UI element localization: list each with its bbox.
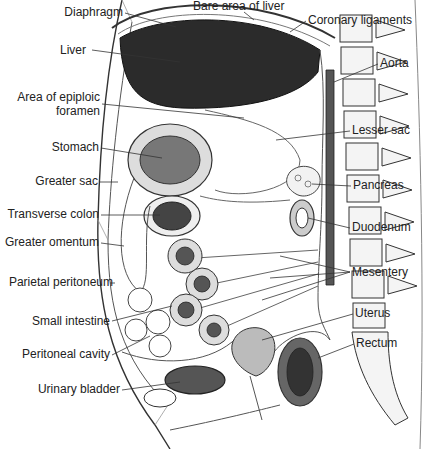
vertebra-body [350, 239, 382, 266]
stomach-lumen [140, 136, 200, 184]
spinous-process [386, 244, 415, 262]
intestine-loop [170, 294, 202, 326]
rectum-wall [278, 338, 322, 406]
anatomy-label: Area of epiploic foramen [4, 90, 100, 118]
intestine-loop [199, 315, 229, 345]
greater-omentum [121, 178, 150, 292]
leader-line [101, 215, 160, 216]
anatomy-label: Diaphragm [64, 5, 123, 19]
anatomy-label: Peritoneal cavity [22, 347, 110, 361]
vertebra-body [346, 143, 378, 170]
anatomy-label: Urinary bladder [38, 382, 120, 396]
leader-line [262, 314, 353, 340]
leader-line [101, 148, 162, 158]
intestine-lumen [194, 276, 210, 292]
intestine-loop [168, 239, 202, 273]
anatomy-label: Lesser sac [352, 123, 410, 137]
leader-line [112, 306, 172, 321]
pancreas-organ [287, 166, 321, 196]
leader-line [308, 218, 350, 228]
uterus-organ [232, 328, 275, 376]
leader-line [276, 131, 350, 140]
leader-line [270, 272, 350, 278]
anatomy-label: Pancreas [353, 178, 404, 192]
duodenum-wall [290, 200, 314, 236]
anatomy-label: Aorta [380, 56, 409, 70]
intestine-lumen [176, 247, 194, 265]
liver-organ [120, 20, 320, 108]
rectum-lumen [287, 348, 313, 396]
anatomy-label: Small intestine [32, 314, 110, 328]
transverse-mesocolon [200, 196, 290, 202]
leader-line [290, 21, 306, 32]
vertebra-body [343, 79, 375, 106]
sacrum-bone [352, 332, 408, 425]
intestine-lumen [178, 302, 194, 318]
vertebral-column [340, 15, 417, 425]
back-outline [415, 0, 422, 449]
anatomy-label: Coronary ligaments [308, 13, 412, 27]
duodenum-lumen [296, 208, 308, 228]
spinous-process [379, 84, 408, 102]
anatomy-label: Stomach [52, 140, 99, 154]
colon-wall [144, 196, 200, 236]
anatomy-label: Liver [60, 43, 86, 57]
lesser-sac [205, 110, 300, 194]
anatomy-label: Mesentery [352, 265, 408, 279]
pubic-bone [144, 389, 176, 407]
colon-lumen [153, 202, 191, 230]
leader-line [112, 336, 150, 355]
anatomy-label: Greater omentum [5, 235, 99, 249]
spinous-process [382, 148, 411, 166]
intestine-lumen [207, 323, 221, 337]
leader-line [101, 243, 124, 246]
intestine-coil [149, 335, 171, 357]
leader-line [280, 256, 350, 272]
intestine-coil [128, 288, 152, 312]
vertebra-body [341, 47, 373, 74]
intestine-coil [125, 319, 147, 341]
stomach-wall [128, 124, 212, 196]
bladder-organ [165, 366, 225, 394]
leader-line [92, 50, 180, 62]
aorta-vessel [326, 70, 334, 285]
leader-lines [92, 12, 378, 390]
anatomy-label: Parietal peritoneum [9, 275, 113, 289]
leader-line [100, 182, 118, 183]
leader-line [244, 12, 254, 20]
pancreas-lobule [305, 181, 311, 187]
anatomy-label: Bare area of liver [193, 0, 284, 13]
anatomy-label: Duodenum [352, 220, 411, 234]
pancreas-lobule [295, 175, 301, 181]
leader-line [102, 104, 244, 118]
leader-line [312, 184, 351, 186]
anatomy-label: Transverse colon [7, 207, 99, 221]
leader-line [122, 382, 180, 390]
leader-line [318, 344, 354, 358]
anatomy-label: Rectum [356, 336, 397, 350]
anatomy-label: Greater sac [35, 174, 98, 188]
leader-line [125, 13, 176, 27]
anatomy-label: Uterus [355, 306, 390, 320]
leader-line [262, 272, 350, 300]
leader-line [334, 64, 378, 82]
intestine-coil [146, 310, 170, 334]
pelvic-floor [170, 376, 280, 430]
